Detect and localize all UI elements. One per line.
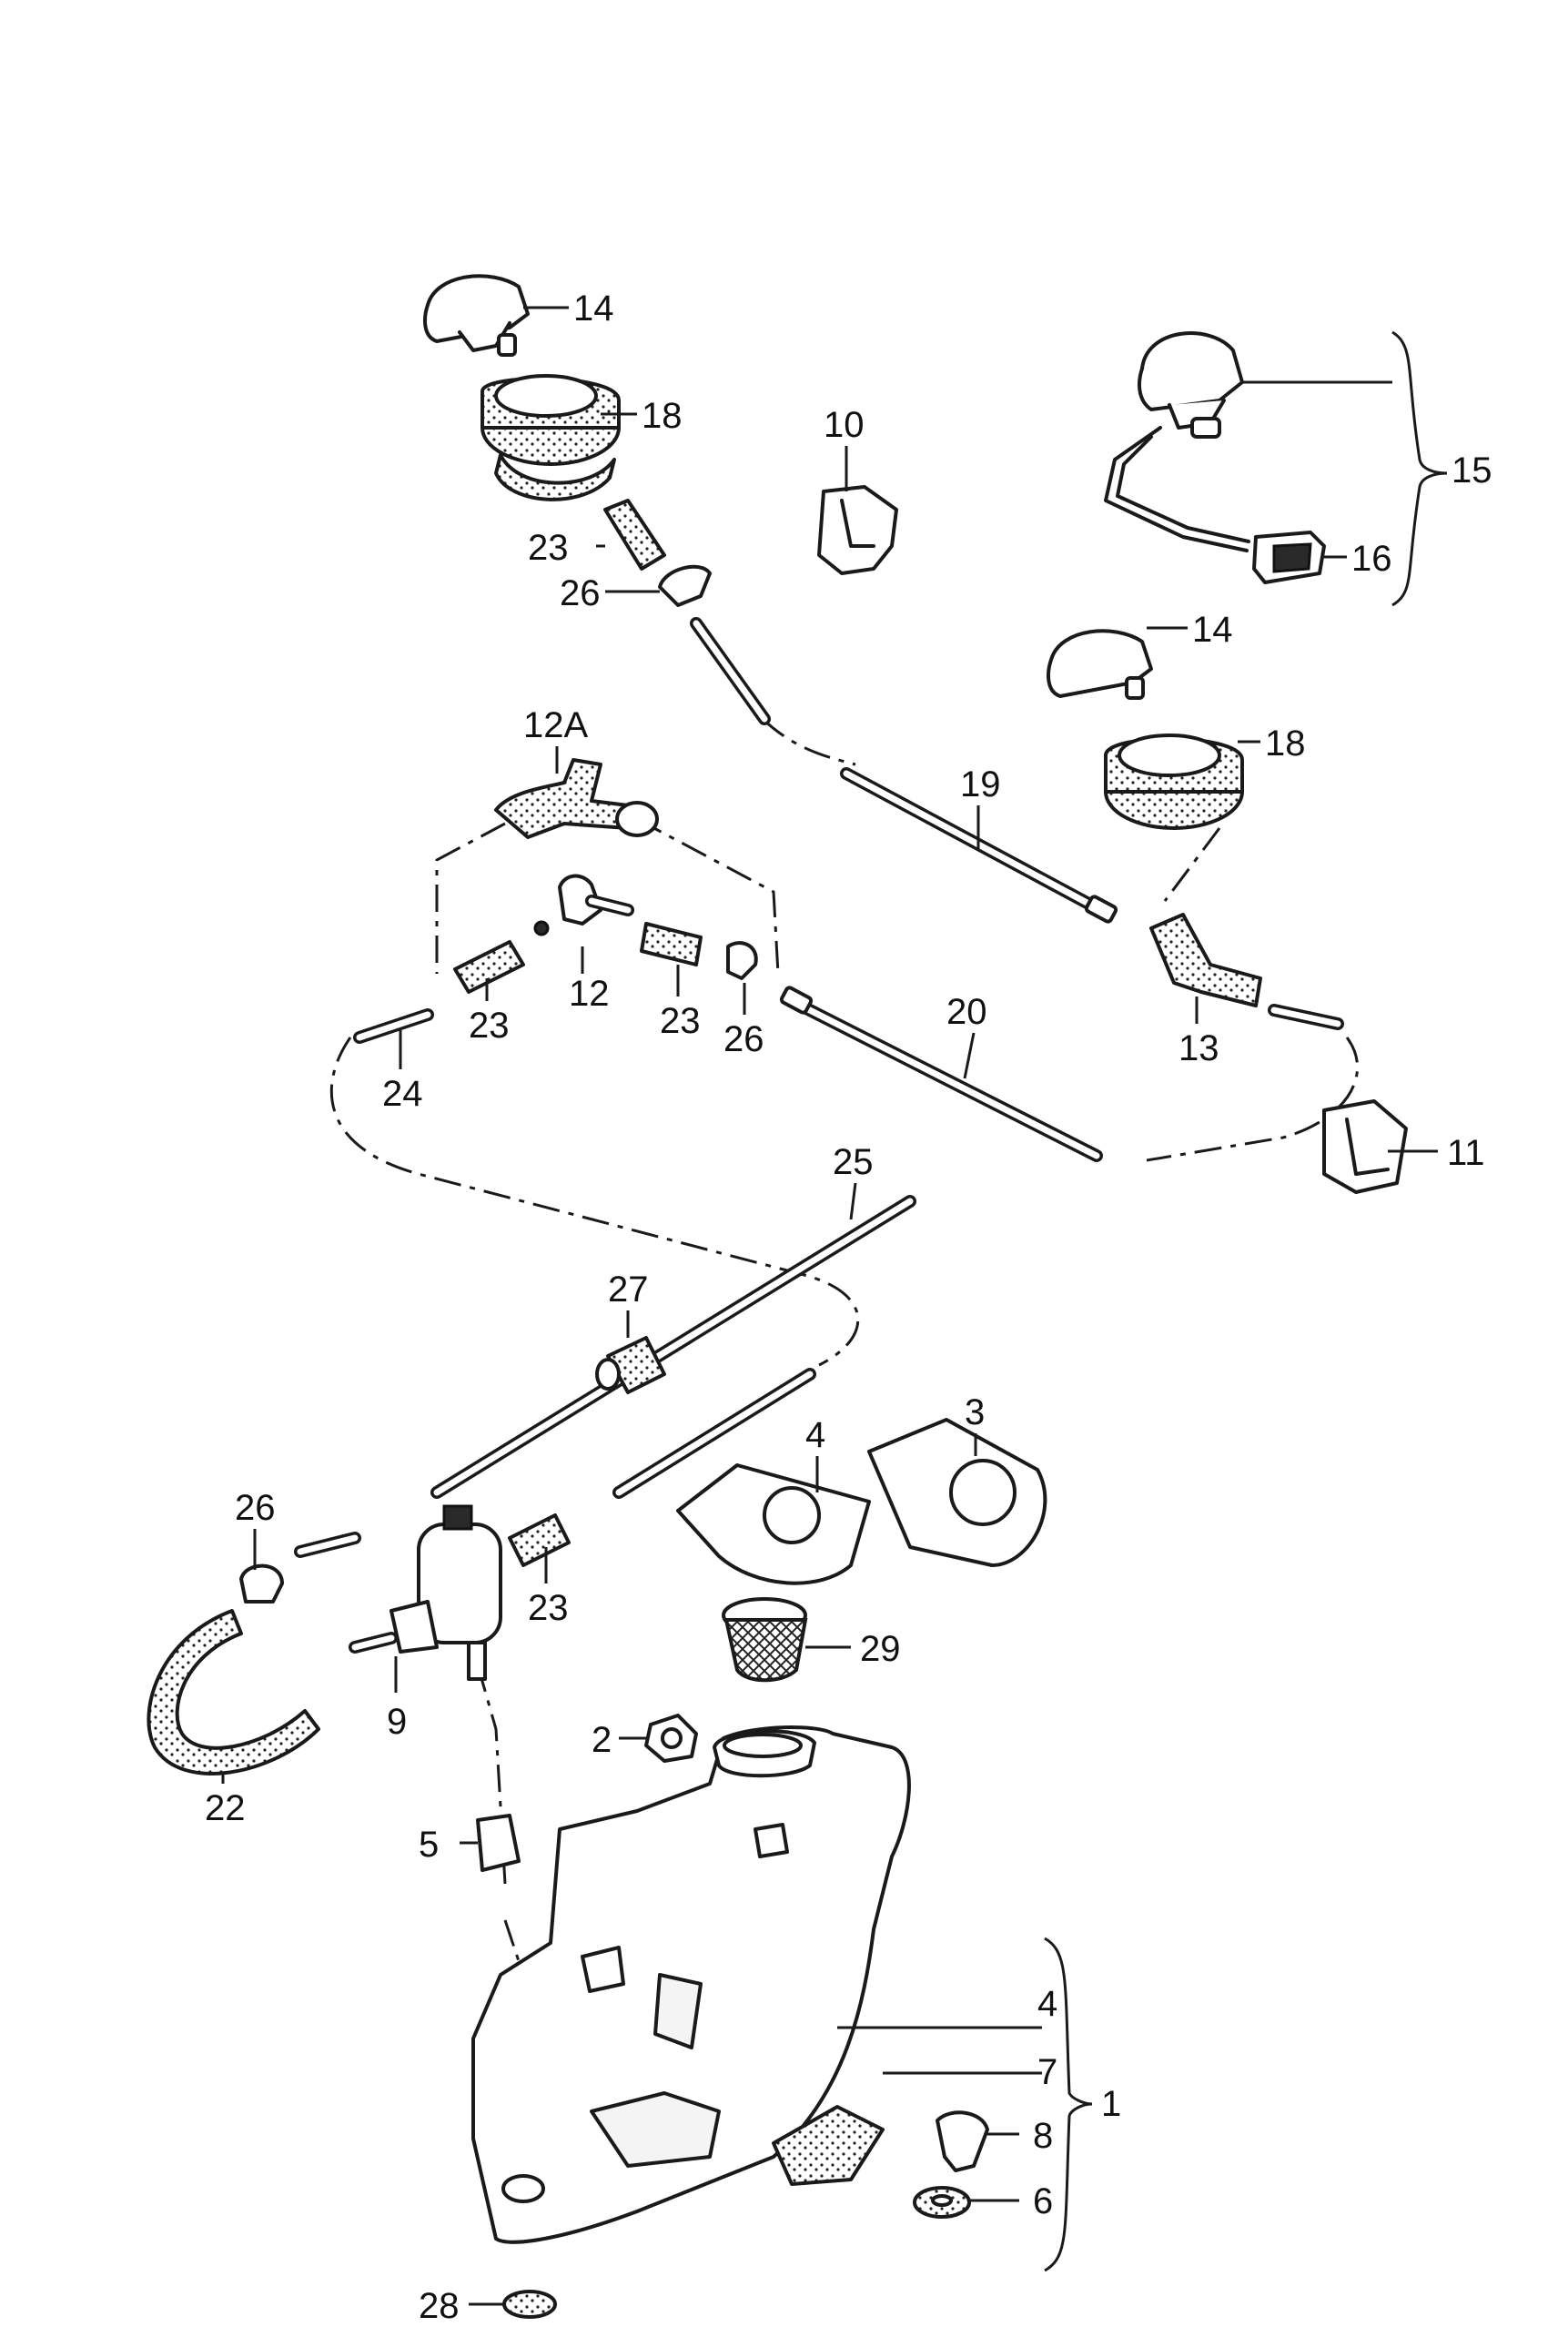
connector-24 [353, 1008, 434, 1044]
grommet-6 [913, 2186, 971, 2219]
clip-10 [817, 485, 898, 575]
bracket-15 [1391, 330, 1448, 607]
callout-2: 2 [592, 1720, 612, 1760]
callout-29: 29 [860, 1629, 901, 1669]
filler-cap-3 [867, 1418, 1047, 1567]
callout-26-middle: 26 [723, 1019, 764, 1059]
y-connector-13 [1149, 913, 1344, 1030]
callout-27: 27 [608, 1270, 649, 1310]
hose-piece-23c [640, 922, 703, 966]
washer-nozzle-left [423, 274, 530, 357]
connector-16 [1252, 531, 1326, 584]
callout-22: 22 [205, 1788, 246, 1828]
callout-18-left: 18 [642, 396, 683, 436]
callout-13: 13 [1179, 1028, 1219, 1068]
callout-9: 9 [387, 1702, 407, 1742]
leader-lines [221, 306, 1438, 2306]
callout-28: 28 [419, 2286, 460, 2326]
callout-8: 8 [1033, 2116, 1053, 2156]
hose-piece-23a [603, 499, 666, 571]
callout-10: 10 [824, 405, 865, 445]
hose-20 [779, 986, 1103, 1162]
callout-24: 24 [382, 1074, 423, 1114]
nozzle-seal-left [481, 374, 621, 501]
pad-7 [772, 2105, 885, 2186]
callout-12A: 12A [523, 705, 588, 745]
callout-23-middle-left: 23 [469, 1006, 510, 1046]
callout-4-kit: 4 [1037, 1984, 1057, 2024]
callout-11: 11 [1447, 1133, 1485, 1173]
callout-23-middle-right: 23 [660, 1001, 701, 1041]
nozzle-assembly-15 [1104, 331, 1250, 552]
callout-1: 1 [1101, 2084, 1121, 2124]
callout-26-lower: 26 [235, 1488, 276, 1528]
callout-5: 5 [419, 1825, 439, 1865]
cap-8 [936, 2110, 989, 2172]
bracket-1 [1044, 1937, 1093, 2272]
hose-piece-23b [453, 940, 525, 994]
callout-16: 16 [1351, 539, 1392, 579]
callout-26-top: 26 [560, 573, 601, 613]
hose-25 [430, 1195, 916, 1499]
grommet-5 [476, 1814, 521, 1872]
callout-20: 20 [946, 992, 987, 1032]
callout-6: 6 [1033, 2181, 1053, 2221]
strainer-29 [722, 1597, 808, 1683]
plug-28 [502, 2290, 557, 2319]
connector-12 [533, 874, 634, 936]
washer-reservoir [471, 1725, 911, 2244]
hose-19 [840, 767, 1118, 924]
callout-14-left: 14 [573, 288, 614, 329]
callout-labels: 14 18 23 26 10 15 16 14 18 12A 19 12 23 … [205, 288, 1492, 2326]
connector-27 [595, 1336, 666, 1394]
callout-12: 12 [569, 974, 610, 1014]
callout-3: 3 [965, 1392, 985, 1432]
clip-11 [1322, 1099, 1408, 1194]
hose-22 [147, 1609, 320, 1776]
clip-26a [658, 564, 771, 725]
nut-2 [644, 1714, 698, 1763]
washer-nozzle-right [1047, 629, 1153, 700]
clip-26c [239, 1532, 361, 1604]
callout-14-right: 14 [1192, 610, 1233, 650]
callout-18-right: 18 [1265, 723, 1306, 764]
clip-26b [726, 941, 758, 980]
callout-23-top: 23 [528, 528, 569, 568]
hose-piece-23d [508, 1513, 571, 1567]
washer-pump-9 [349, 1504, 502, 1681]
callout-15: 15 [1452, 450, 1492, 491]
callout-4-cap: 4 [805, 1415, 825, 1455]
callout-23-lower: 23 [528, 1588, 569, 1628]
callout-19: 19 [960, 764, 1001, 804]
filler-cap-4 [676, 1463, 871, 1585]
callout-7: 7 [1037, 2052, 1057, 2092]
nozzle-seal-right [1104, 733, 1244, 830]
elbow-hose-12A [494, 758, 659, 839]
callout-25: 25 [833, 1142, 874, 1182]
